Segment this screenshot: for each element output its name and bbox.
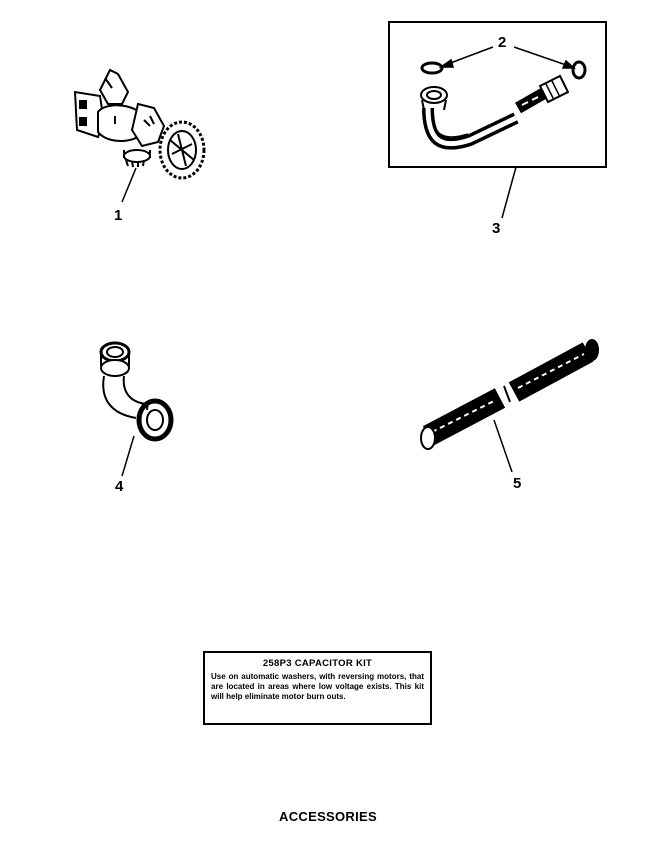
capacitor-kit-box: 258P3 CAPACITOR KIT Use on automatic was… xyxy=(203,651,432,725)
callout-4: 4 xyxy=(115,478,124,495)
leader-line-5 xyxy=(493,419,513,473)
faucet-adapter-drawing xyxy=(73,68,206,180)
leader-line-1 xyxy=(121,167,137,203)
hose-section-drawing xyxy=(420,339,599,450)
capacitor-kit-description: Use on automatic washers, with reversing… xyxy=(211,672,424,701)
callout-5: 5 xyxy=(513,475,522,492)
elbow-fitting-drawing xyxy=(99,341,174,442)
inlet-hose-drawing xyxy=(420,60,587,150)
capacitor-kit-title: 258P3 CAPACITOR KIT xyxy=(262,658,373,669)
callout-3: 3 xyxy=(492,220,501,237)
leader-line-3 xyxy=(501,166,517,219)
callout-2: 2 xyxy=(498,34,507,51)
callout-1: 1 xyxy=(114,207,123,224)
page-title: ACCESSORIES xyxy=(279,809,377,824)
leader-line-4 xyxy=(121,435,135,477)
gasket-arrows xyxy=(438,46,576,69)
inlet-hose-box xyxy=(388,21,607,168)
